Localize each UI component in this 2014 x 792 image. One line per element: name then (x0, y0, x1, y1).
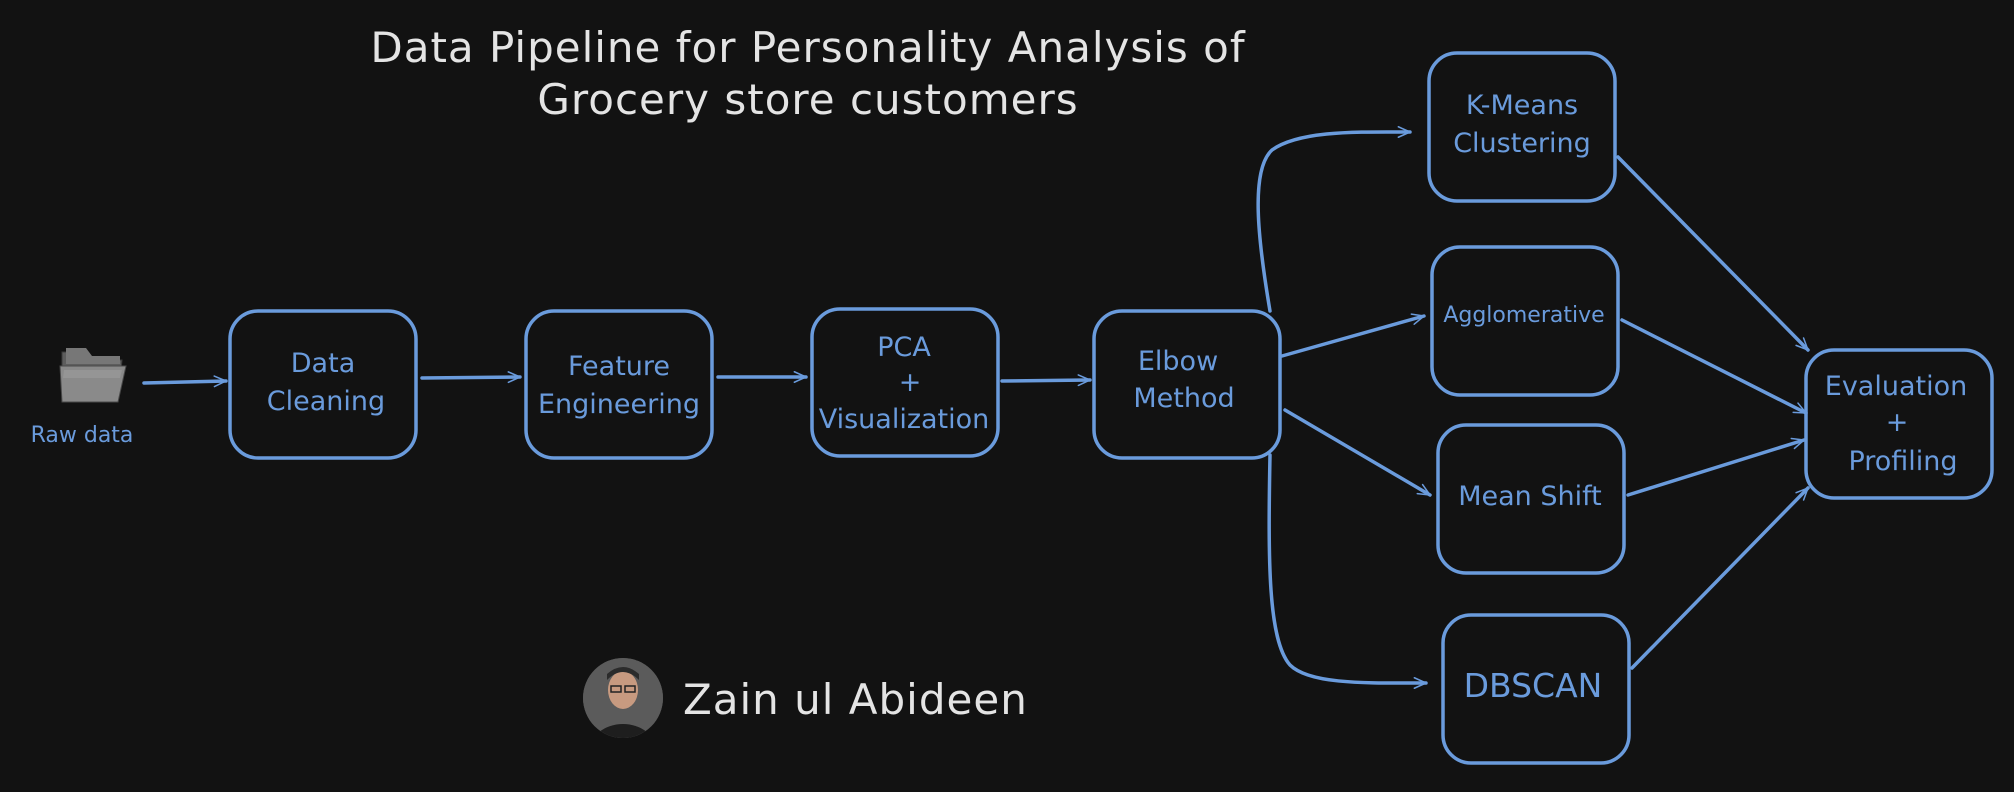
evaluation-label: Evaluation + Profiling (1825, 371, 1967, 477)
svg-text:Cleaning: Cleaning (267, 386, 385, 417)
author-name: Zain ul Abideen (683, 675, 1028, 724)
svg-text:Feature: Feature (568, 351, 670, 382)
mean-shift-box (1436, 423, 1626, 575)
diagram-title-line-2: Grocery store customers (537, 75, 1078, 124)
edge-raw-to-cleaning (142, 375, 228, 388)
svg-text:+: + (899, 367, 922, 398)
svg-text:Method: Method (1133, 383, 1234, 414)
data-cleaning-box (228, 309, 418, 460)
svg-text:Evaluation: Evaluation (1825, 371, 1967, 402)
svg-text:Mean Shift: Mean Shift (1458, 481, 1602, 512)
feature-engineering-box (524, 309, 714, 460)
kmeans-box (1427, 51, 1617, 203)
agglomerative-box (1430, 245, 1620, 397)
edge-pca-to-elbow (1000, 374, 1092, 387)
svg-text:Engineering: Engineering (538, 389, 700, 420)
data-cleaning-label: Data Cleaning (267, 348, 385, 417)
svg-text:DBSCAN: DBSCAN (1464, 666, 1603, 705)
svg-text:Elbow: Elbow (1138, 346, 1218, 377)
dbscan-box (1441, 613, 1631, 765)
svg-text:PCA: PCA (877, 332, 931, 363)
svg-text:Visualization: Visualization (819, 404, 990, 435)
edge-elbow-to-mean-shift (1283, 408, 1432, 497)
svg-text:+: + (1886, 407, 1909, 438)
edge-elbow-to-agglomerative (1280, 313, 1426, 358)
diagram-title-line-1: Data Pipeline for Personality Analysis o… (370, 23, 1245, 72)
pca-visualization-label: PCA + Visualization (819, 332, 990, 435)
kmeans-label: K-Means Clustering (1453, 90, 1591, 159)
edge-elbow-to-kmeans (1256, 125, 1412, 313)
svg-text:Agglomerative: Agglomerative (1443, 303, 1604, 328)
svg-text:Clustering: Clustering (1453, 128, 1591, 159)
agglomerative-label: Agglomerative (1443, 303, 1604, 328)
edge-elbow-to-dbscan (1267, 453, 1428, 690)
pca-visualization-box (810, 307, 1000, 458)
edge-agglomerative-to-evaluation (1620, 318, 1808, 415)
elbow-method-label: Elbow Method (1133, 346, 1234, 414)
evaluation-box (1804, 348, 1994, 500)
edge-dbscan-to-evaluation (1630, 486, 1810, 670)
avatar-icon (583, 658, 663, 738)
feature-engineering-label: Feature Engineering (538, 351, 700, 420)
dbscan-label: DBSCAN (1464, 666, 1603, 705)
folder-icon (59, 348, 127, 403)
mean-shift-label: Mean Shift (1458, 481, 1602, 512)
raw-data-label: Raw data (31, 423, 134, 448)
svg-text:Data: Data (291, 348, 355, 379)
edge-cleaning-to-feature (420, 371, 522, 384)
edge-mean-shift-to-evaluation (1626, 437, 1806, 497)
edge-kmeans-to-evaluation (1616, 155, 1810, 352)
svg-text:K-Means: K-Means (1466, 90, 1578, 121)
svg-text:Profiling: Profiling (1848, 446, 1957, 477)
elbow-method-box (1092, 309, 1282, 460)
